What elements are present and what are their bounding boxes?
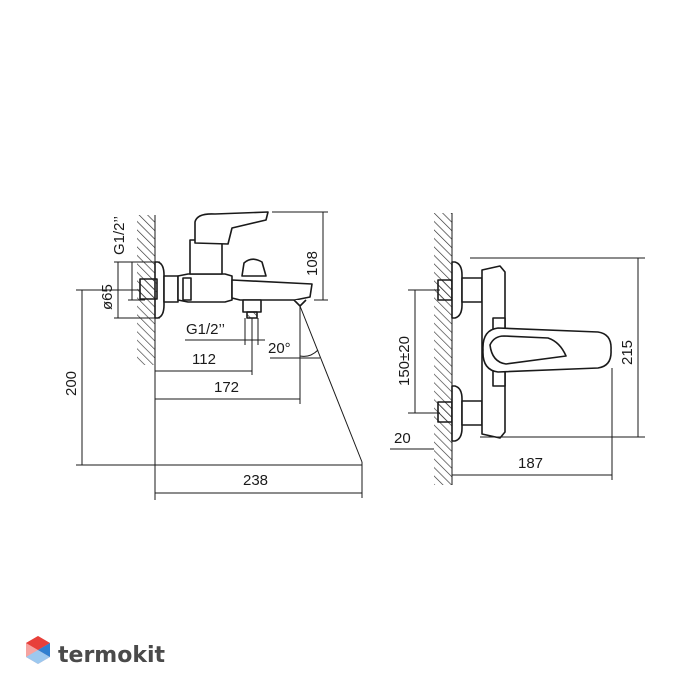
side-spout (231, 279, 313, 301)
dim-20deg: 20° (268, 340, 291, 357)
dim-d150: 150±20 (396, 336, 413, 386)
dim-d108: 108 (304, 251, 321, 276)
dim-d65: ø65 (99, 284, 116, 310)
side-thread (139, 278, 158, 300)
side-handle (194, 211, 269, 245)
side-outlet (242, 299, 262, 313)
dim-d172: 172 (214, 379, 239, 396)
front-nut-top (461, 277, 483, 303)
dim-d187: 187 (518, 455, 543, 472)
angle-arc (299, 349, 319, 357)
front-thread-top (437, 279, 453, 301)
front-view: 150±20 215 20 187 (390, 213, 645, 485)
dim-d238: 238 (243, 472, 268, 489)
side-body-ring (182, 277, 192, 301)
front-wall (434, 213, 452, 485)
side-aerator (293, 299, 307, 307)
front-nut-bottom (461, 400, 483, 426)
angle-ray (299, 305, 363, 463)
side-nut (163, 275, 179, 303)
dim-g12-top: G1/2’’ (111, 216, 128, 255)
dim-d215: 215 (619, 340, 636, 365)
dim-d20: 20 (394, 430, 411, 447)
front-escutcheon-top (451, 261, 463, 319)
side-cartridge (189, 239, 223, 275)
dim-d112: 112 (192, 351, 216, 368)
dim-d200: 200 (63, 371, 80, 396)
termokit-logo: termokit (26, 636, 165, 668)
dim-g12-bottom: G1/2’’ (186, 321, 225, 338)
side-outlet-thread (246, 311, 258, 319)
logo-text: termokit (58, 643, 165, 668)
side-diverter-knob (241, 258, 267, 277)
side-escutcheon (154, 261, 165, 319)
side-view: G1/2’’ ø65 108 G1/2’’ 20° 112 172 (63, 211, 363, 500)
logo-mark-right (38, 643, 50, 657)
front-handle-inner (489, 335, 567, 365)
front-escutcheon-bottom (451, 385, 463, 442)
front-thread-bottom (437, 401, 453, 423)
